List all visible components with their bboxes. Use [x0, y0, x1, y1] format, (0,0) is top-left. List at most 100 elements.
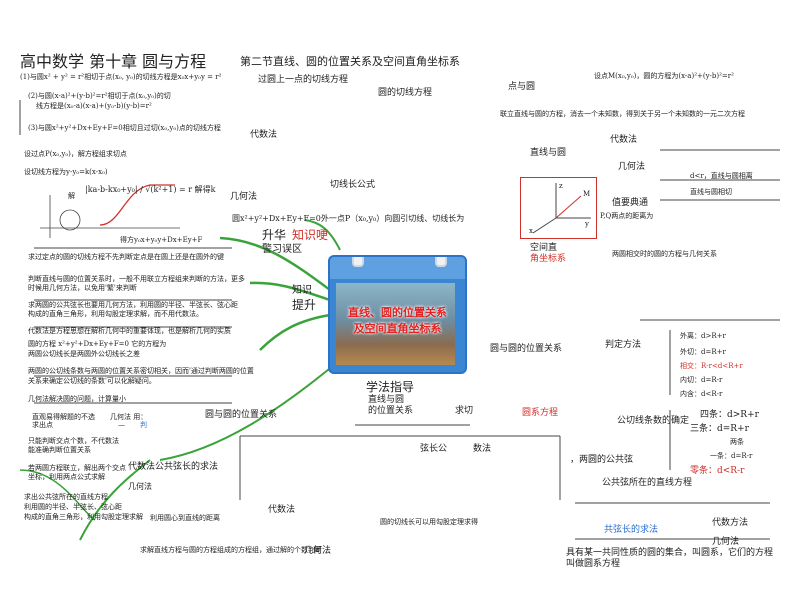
label-right-algebra: 代数法 [610, 135, 638, 145]
branch-review-mistakes: 警习误区 [262, 244, 302, 255]
label-algebra-1: 代数法 [250, 130, 278, 140]
left-note-5: 设过点P(x₀,y₀)，解方程组求切点 [24, 150, 127, 158]
label-circle-system: 圆系方程 [522, 408, 559, 418]
point-circle-desc-2: 联立直线与圆的方程，消去一个未知数，得到关于另一个未知数的一元二次方程 [500, 110, 745, 118]
left-note-28: 坐标，利用两点公式求解 [28, 473, 105, 481]
rel-tangent-int: 内切：d=R-r [680, 376, 723, 384]
left-note-13: 构成的直角三角形，利用勾股定理求解，而不用代数法。 [28, 310, 203, 318]
coordinate-diagram-box: z y x M [520, 177, 597, 239]
branch-knowledge: 知识 [292, 285, 312, 296]
left-note-24: 判 [140, 421, 147, 429]
tangent-four: 四条：d>R+r [700, 410, 759, 420]
label-determine: 判定方法 [605, 340, 642, 350]
label-tangent-point: 过圆上一点的切线方程 [258, 75, 349, 85]
svg-text:x: x [529, 227, 533, 235]
card-photo [336, 283, 455, 365]
left-note-10: 判断直线与圆的位置关系时，一般不用联立方程组来判断的方法，更多 [28, 275, 245, 283]
left-note-27: 若两圆方程联立，解出两个交点 [28, 464, 126, 472]
rel-intersect: 相交：R-r<d<R+r [680, 362, 743, 370]
branch-study-guide: 学法指导 [366, 380, 415, 394]
label-common-chord-line: 公共弦所在的直线方程 [602, 478, 693, 488]
left-note-14: 代数法是方程思想在解析几何中的重要体现，也是解析几何的实质 [28, 327, 231, 335]
foot-note-b: 求解直线方程与圆的方程组成的方程组，通过解的个数判断 [140, 546, 322, 554]
left-note-6: 设切线方程为y-y₀=k(x-x₀) [24, 168, 108, 176]
label-outside-tangent: 圆x²+y²+Dx+Ey+F=0外一点P（x₀,y₀）向圆引切线、切线长为 [232, 214, 465, 223]
label-space-coord-red: 角坐标系 [530, 254, 567, 264]
left-note-4: (3)与圆x²+y²+Dx+Ey+F=0相切且过切(x₀,y₀)点的切线方程 [28, 124, 221, 132]
left-note-11: 时候用几何方法，以免用'繁'来判断 [28, 284, 137, 292]
page-title: 高中数学 第十章 圆与方程 [20, 52, 207, 71]
left-note-21: 几何法 用： [110, 413, 148, 421]
left-note-20: 直观易得解题的不选 [32, 413, 95, 421]
left-note-31: 构成的直角三角形，利用勾股定理求解 [24, 513, 143, 521]
left-note-16: 两圆公切线长是两圆外公切线长之差 [28, 350, 140, 358]
rel-tangent-ext: 外切：d=R+r [680, 348, 726, 356]
label-right-geometry: 几何法 [618, 162, 646, 172]
space-distance: P,Q两点的距离为 [600, 212, 654, 220]
left-note-19: 几何法解决圆的问题，计算量小 [28, 395, 126, 403]
note-two-circles: 两圆相交时的圆的方程与几何关系 [612, 250, 717, 258]
label-geometry-1: 几何法 [230, 192, 258, 202]
left-note-solve: 解 [68, 192, 75, 200]
left-note-1: (1)与圆x² + y² = r²相切于点(x₀, y₀)的切线方程是x₀x+y… [20, 73, 222, 81]
label-geometry-method: 几何法 [128, 482, 152, 491]
label-chord-length: 弦长公 [420, 444, 448, 454]
d-eq-r: 直线与圆相切 [690, 188, 732, 196]
label-geometry-bottom: 几何法 [304, 546, 332, 556]
point-circle-desc-1: 设点M(x₀,y₀)，圆的方程为(x-a)²+(y-b)²=r² [594, 72, 734, 80]
tangent-two: 两条 [730, 438, 744, 446]
left-note-8: 得方y₀x+y₀y+Dx+Ey+F [120, 236, 203, 244]
branch-upgrade: 升华 [262, 228, 287, 242]
label-common-chord: ，两圆的公共弦 [570, 455, 634, 465]
left-formula: |ka-b-kx₀+y₀| / √(k²+1) = r 解得k [85, 185, 216, 194]
foot-note-c: 利用圆心到直线的距离 [150, 514, 220, 522]
axes-icon: z y x M [529, 182, 591, 235]
left-note-2: (2)与圆(x-a)²+(y-b)²=r²相切于点(x₀,y₀)的切 [28, 92, 171, 100]
tangent-one: 一条：d=R-r [710, 452, 753, 460]
svg-text:M: M [583, 190, 590, 198]
left-note-22: 求出点 [32, 421, 53, 429]
left-note-18: 关系来确定公切线的条数'可以化解疑问。 [28, 377, 156, 385]
label-algebra-short: 代数法 [268, 505, 296, 515]
card-title-line-2: 及空间直角坐标系 [353, 321, 442, 335]
label-circle-tangent: 圆的切线方程 [378, 88, 433, 98]
center-topic-card: 直线、圆的位置关系 及空间直角坐标系 [328, 255, 467, 374]
binder-ring [435, 257, 447, 267]
left-note-29: 求出公共弦所在的直线方程 [24, 493, 108, 501]
label-tangent-length: 切线长公式 [330, 180, 376, 190]
foot-note-a: 圆的切线长可以用勾股定理求得 [380, 518, 478, 526]
family-note: 具有某一共同性质的圆的集合，叫圆系，它们的方程叫做圆系方程 [566, 548, 774, 569]
binder-ring [352, 257, 364, 267]
left-note-3: 线方程是(x₀-a)(x-a)+(y₀-b)(y-b)=r² [36, 102, 152, 110]
rel-separate: 外离：d>R+r [680, 332, 726, 340]
left-note-17: 两圆的公切线条数与两圆的位置关系密切相关，因而'通过判断两圆的位置 [28, 367, 254, 375]
branch-improve: 提升 [292, 298, 317, 312]
study-position: 的位置关系 [368, 406, 414, 416]
left-note-9: 求过定点的圆的切线方程不先判断定点是在圆上还是在圆外的键 [28, 253, 224, 261]
label-algebra-method: 代数方法 [712, 518, 749, 528]
page-subtitle: 第二节直线、圆的位置关系及空间直角坐标系 [240, 55, 460, 68]
card-title-line-1: 直线、圆的位置关系 [348, 306, 447, 319]
d-lt-r: d<r，直线与圆相离 [690, 172, 753, 180]
left-note-23: — [118, 421, 125, 429]
left-note-25: 只能判断交点个数，不代数法 [28, 437, 119, 445]
label-two-circles-position: 圆与圆的位置关系 [490, 344, 563, 354]
svg-text:y: y [584, 220, 589, 228]
rel-contain: 内含：d<R-r [680, 390, 723, 398]
label-geometry-method-right: 几何法 [712, 537, 740, 547]
label-space-formula: 值要典通 [612, 198, 649, 208]
label-line-circle: 直线与圆 [530, 148, 567, 158]
study-line-circle: 直线与圆 [368, 395, 405, 405]
label-circle-circle-1: 圆与圆的位置关系 [205, 410, 278, 420]
branch-knowledge-easy: 知识哽 [292, 228, 329, 242]
svg-text:z: z [559, 182, 563, 190]
label-point-circle: 点与圆 [508, 82, 536, 92]
label-space-coord: 空间直 [530, 243, 558, 253]
tangent-three: 三条：d=R+r [690, 424, 749, 434]
left-note-12: 求两圆的公共弦长也要用几何方法，利用圆的半径、半弦长、弦心距 [28, 301, 238, 309]
label-algebra-bottom: 数法 [473, 444, 492, 454]
label-common-tangents: 公切线条数的确定 [617, 416, 690, 426]
left-note-26: 能准确判断位置关系 [28, 446, 91, 454]
left-note-30: 利用圆的半径、半弦长、弦心距 [24, 503, 122, 511]
